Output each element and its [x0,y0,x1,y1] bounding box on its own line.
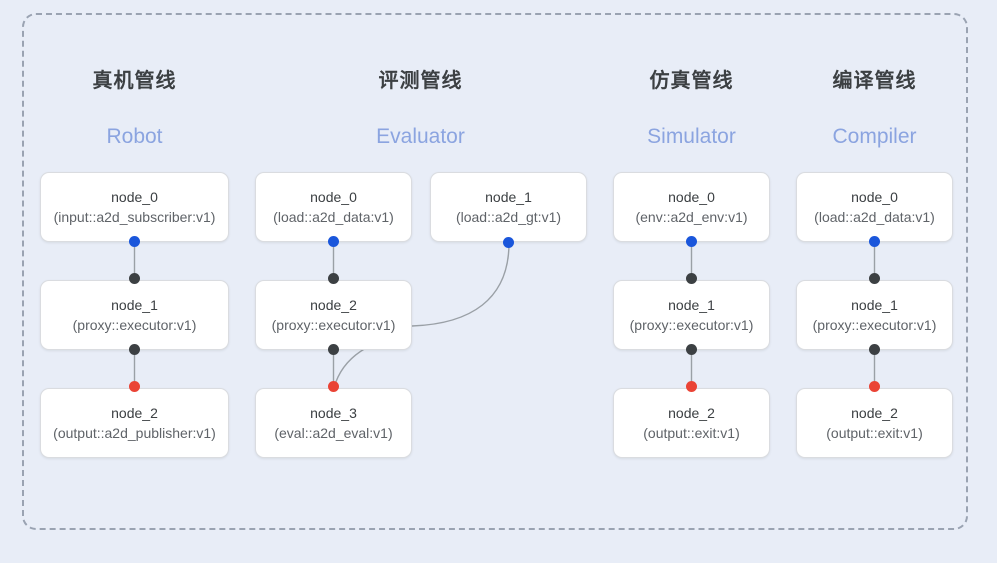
node-spec: (proxy::executor:v1) [629,317,754,333]
node-label: node_2 [310,297,357,313]
port-input-comp-node-2[interactable] [869,381,880,392]
node-label: node_2 [111,405,158,421]
node-sim-node-2[interactable]: node_2 (output::exit:v1) [613,388,770,458]
port-input-robot-node-1[interactable] [129,273,140,284]
node-label: node_0 [851,189,898,205]
port-output-eval-node-0[interactable] [328,236,339,247]
node-spec: (load::a2d_data:v1) [814,209,935,225]
port-input-robot-node-2[interactable] [129,381,140,392]
node-eval-node-0[interactable]: node_0 (load::a2d_data:v1) [255,172,412,242]
node-robot-node-1[interactable]: node_1 (proxy::executor:v1) [40,280,229,350]
column-title-cn-simulator: 仿真管线 [649,70,734,92]
node-sim-node-0[interactable]: node_0 (env::a2d_env:v1) [613,172,770,242]
node-eval-node-2[interactable]: node_2 (proxy::executor:v1) [255,280,412,350]
node-label: node_0 [668,189,715,205]
node-robot-node-2[interactable]: node_2 (output::a2d_publisher:v1) [40,388,229,458]
port-input-comp-node-1[interactable] [869,273,880,284]
column-title-en-robot: Robot [106,125,163,148]
node-spec: (output::exit:v1) [826,425,923,441]
port-input-sim-node-1[interactable] [686,273,697,284]
port-output-robot-node-1[interactable] [129,344,140,355]
node-label: node_1 [485,189,532,205]
node-label: node_1 [851,297,898,313]
node-spec: (load::a2d_gt:v1) [455,209,562,225]
node-label: node_1 [668,297,715,313]
column-title-cn-robot: 真机管线 [92,70,177,92]
node-spec: (load::a2d_data:v1) [273,209,394,225]
port-output-sim-node-0[interactable] [686,236,697,247]
node-label: node_3 [310,405,357,421]
node-label: node_2 [668,405,715,421]
node-spec: (proxy::executor:v1) [812,317,937,333]
node-comp-node-1[interactable]: node_1 (proxy::executor:v1) [796,280,953,350]
node-spec: (input::a2d_subscriber:v1) [53,209,216,225]
port-output-comp-node-1[interactable] [869,344,880,355]
pipeline-group-frame [22,13,968,530]
node-eval-node-1[interactable]: node_1 (load::a2d_gt:v1) [430,172,587,242]
node-spec: (proxy::executor:v1) [271,317,396,333]
node-label: node_1 [111,297,158,313]
node-spec: (eval::a2d_eval:v1) [274,425,393,441]
node-label: node_0 [111,189,158,205]
port-input-eval-node-3[interactable] [328,381,339,392]
node-spec: (output::a2d_publisher:v1) [53,425,216,441]
node-eval-node-3[interactable]: node_3 (eval::a2d_eval:v1) [255,388,412,458]
column-title-cn-evaluator: 评测管线 [378,70,463,92]
node-label: node_2 [851,405,898,421]
node-spec: (env::a2d_env:v1) [635,209,748,225]
port-input-eval-node-2[interactable] [328,273,339,284]
column-title-cn-compiler: 编译管线 [832,70,917,92]
port-output-comp-node-0[interactable] [869,236,880,247]
column-title-en-simulator: Simulator [647,125,736,148]
node-spec: (output::exit:v1) [643,425,740,441]
node-spec: (proxy::executor:v1) [72,317,197,333]
node-robot-node-0[interactable]: node_0 (input::a2d_subscriber:v1) [40,172,229,242]
node-label: node_0 [310,189,357,205]
port-input-sim-node-2[interactable] [686,381,697,392]
node-comp-node-2[interactable]: node_2 (output::exit:v1) [796,388,953,458]
node-comp-node-0[interactable]: node_0 (load::a2d_data:v1) [796,172,953,242]
column-title-en-compiler: Compiler [832,125,917,148]
port-output-eval-node-2[interactable] [328,344,339,355]
port-output-eval-node-1[interactable] [503,237,514,248]
node-sim-node-1[interactable]: node_1 (proxy::executor:v1) [613,280,770,350]
port-output-robot-node-0[interactable] [129,236,140,247]
port-output-sim-node-1[interactable] [686,344,697,355]
column-title-en-evaluator: Evaluator [376,125,465,148]
